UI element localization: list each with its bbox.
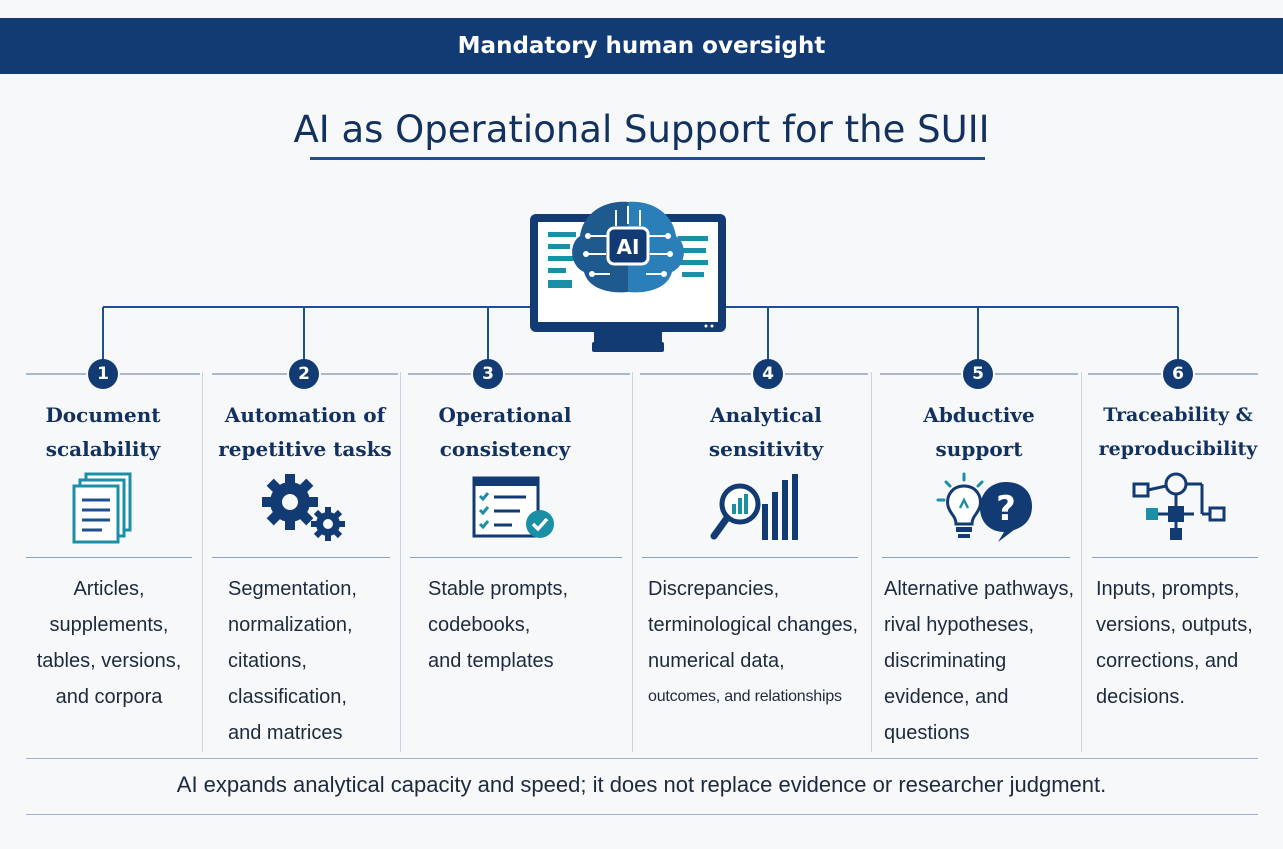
column-divider <box>400 372 401 752</box>
step-number-5: 5 <box>963 359 993 389</box>
step-number-6: 6 <box>1163 359 1193 389</box>
step-number-4: 4 <box>753 359 783 389</box>
column-separator <box>882 557 1070 558</box>
step-number-3: 3 <box>473 359 503 389</box>
ai-label: AI <box>617 235 640 259</box>
column-description: Articles,supplements, tables, versions,a… <box>36 578 182 708</box>
footer-top-rule <box>26 758 1258 759</box>
column-title-traceability: Traceability &reproducibility <box>1098 404 1258 460</box>
flowchart-icon <box>1132 472 1226 540</box>
column-divider <box>202 372 203 752</box>
column-separator <box>26 557 192 558</box>
step-number-1: 1 <box>88 359 118 389</box>
column-description: Alternative pathways,rival hypotheses, d… <box>884 578 1075 744</box>
checklist-icon <box>472 476 554 538</box>
column-separator <box>212 557 390 558</box>
column-divider <box>1081 372 1082 752</box>
column-description: Inputs, prompts,versions, outputs, corre… <box>1096 578 1253 708</box>
column-separator <box>1092 557 1258 558</box>
svg-text:?: ? <box>996 489 1016 529</box>
lightbulb-question-icon: ? <box>936 472 1032 542</box>
document-stack-icon <box>72 472 132 544</box>
ai-monitor-icon: AI <box>530 201 726 352</box>
footer-bottom-rule <box>26 814 1258 815</box>
page-title: AI as Operational Support for the SUII <box>293 108 990 151</box>
title-underline <box>310 157 985 160</box>
column-description: Discrepancies,terminological changes, nu… <box>648 578 859 705</box>
magnifier-chart-icon <box>710 474 798 540</box>
gears-icon <box>262 474 345 541</box>
step-number-2: 2 <box>289 359 319 389</box>
column-divider <box>632 372 633 752</box>
column-description: Segmentation,normalization, citations,cl… <box>228 578 357 744</box>
column-separator <box>410 557 622 558</box>
footer-statement: AI expands analytical capacity and speed… <box>176 772 1107 797</box>
oversight-banner: Mandatory human oversight <box>0 18 1283 74</box>
column-divider <box>871 372 872 752</box>
column-separator <box>642 557 858 558</box>
column-description: Stable prompts,codebooks, and templates <box>428 578 569 672</box>
